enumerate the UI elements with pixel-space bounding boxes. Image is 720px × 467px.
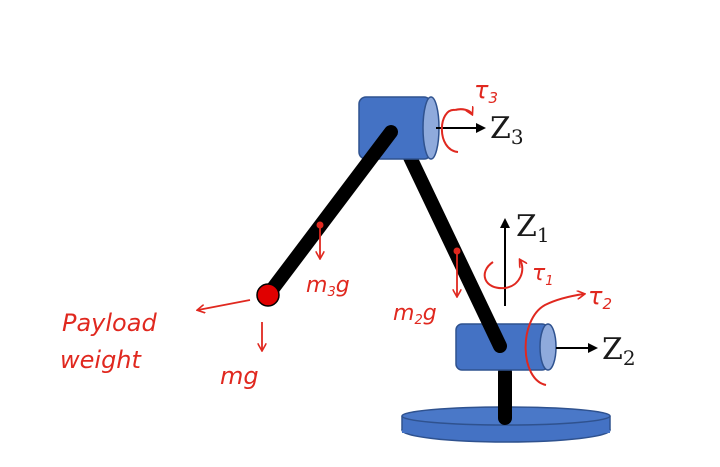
link-2 <box>391 125 507 353</box>
z1-label: Z1 <box>516 209 550 247</box>
svg-text:τ2: τ2 <box>588 282 612 313</box>
svg-text:τ1: τ1 <box>532 261 554 289</box>
mg-force: mg <box>220 322 262 390</box>
z3-label: Z3 <box>490 111 524 149</box>
m2g-force: m2g <box>393 247 461 328</box>
payload-mass <box>256 283 280 307</box>
link-3 <box>261 125 398 302</box>
svg-text:weight: weight <box>60 346 143 374</box>
payload-weight-annotation: Payload weight <box>60 299 251 374</box>
tau1-annotation: τ1 <box>483 260 554 290</box>
tau3-annotation: τ3 <box>440 76 498 153</box>
svg-text:mg: mg <box>220 362 259 390</box>
m3g-force: m3g <box>306 221 350 300</box>
svg-text:τ3: τ3 <box>474 76 498 107</box>
svg-text:Payload: Payload <box>62 309 157 337</box>
z2-label: Z2 <box>602 332 636 370</box>
tau2-annotation: τ2 <box>524 282 612 386</box>
svg-text:m2g: m2g <box>393 301 437 328</box>
svg-text:m3g: m3g <box>306 273 350 300</box>
